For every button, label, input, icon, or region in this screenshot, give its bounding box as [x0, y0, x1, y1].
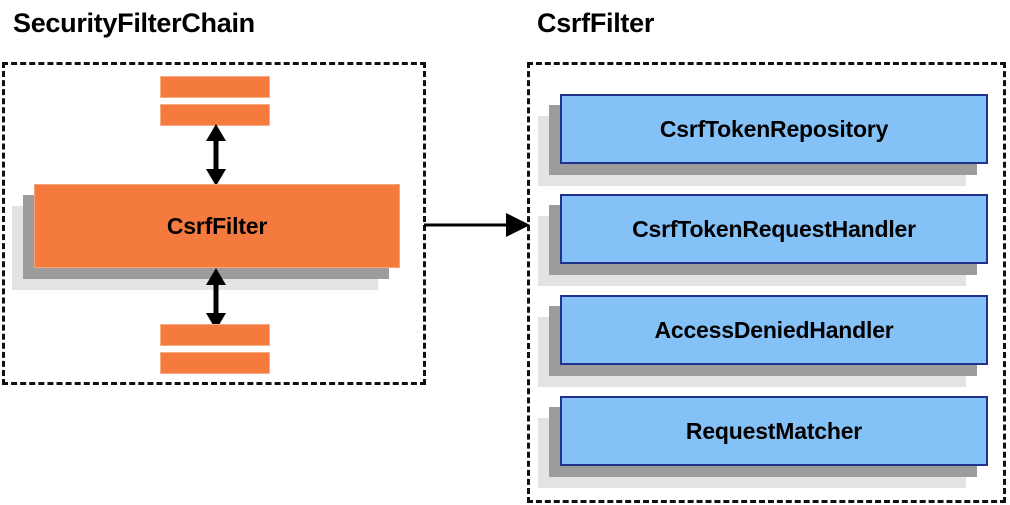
page-title-csrffilter: CsrfFilter [537, 8, 655, 38]
component-label: CsrfTokenRepository [659, 115, 889, 142]
expansion-arrow [424, 213, 530, 237]
component-label: CsrfFilter [166, 212, 268, 239]
card-face: AccessDeniedHandler [560, 295, 988, 365]
component-access-denied-handler[interactable]: AccessDeniedHandler [538, 295, 988, 387]
component-csrf-token-request-handler[interactable]: CsrfTokenRequestHandler [538, 194, 988, 286]
card-face: RequestMatcher [560, 396, 988, 466]
filter-bar-top-1 [160, 76, 270, 98]
component-request-matcher[interactable]: RequestMatcher [538, 396, 988, 488]
component-label: RequestMatcher [685, 417, 863, 444]
group-panel-csrffilter [527, 62, 1006, 503]
double-arrow-below-csrffilter [206, 268, 226, 330]
filter-bar-top-2 [160, 104, 270, 126]
double-arrow-above-csrffilter [206, 124, 226, 186]
card-face: CsrfFilter [34, 184, 400, 268]
card-face: CsrfTokenRequestHandler [560, 194, 988, 264]
card-face: CsrfTokenRepository [560, 94, 988, 164]
filter-bar-bottom-1 [160, 324, 270, 346]
filter-bar-bottom-2 [160, 352, 270, 374]
component-csrf-token-repository[interactable]: CsrfTokenRepository [538, 94, 988, 186]
page-title-security-filter-chain: SecurityFilterChain [13, 8, 255, 38]
component-label: CsrfTokenRequestHandler [632, 215, 916, 242]
component-csrffilter[interactable]: CsrfFilter [12, 184, 400, 290]
component-label: AccessDeniedHandler [654, 316, 894, 343]
